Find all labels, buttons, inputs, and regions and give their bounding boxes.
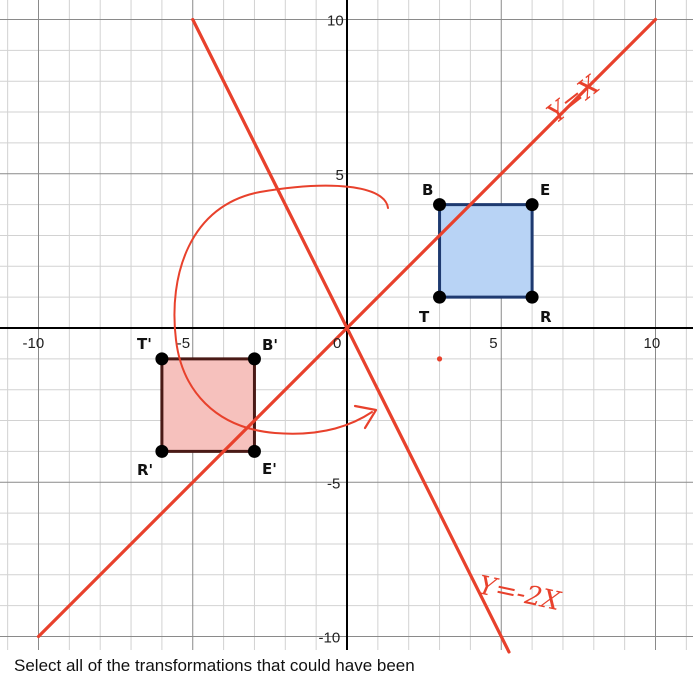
vertex-label-e-prime: E' [262,460,277,478]
x-tick-label: 10 [644,335,661,352]
vertex-point-t-prime [155,352,169,366]
y-tick-label: -10 [319,630,341,647]
x-tick-label: -10 [23,335,45,352]
tick-labels: -10 -5 0 5 10 10 5 -5 -10 [23,13,661,647]
vertex-point-r-prime [155,444,169,458]
red-dot-mark [436,356,443,362]
vertex-label-b-prime: B' [262,336,278,354]
line-y-equals-neg2x [191,17,511,654]
transformation-shapes [160,203,534,453]
original-square [438,203,534,299]
vertex-label-r: R [540,308,552,326]
vertex-label-b: B [422,181,433,199]
y-tick-label: 5 [336,167,344,184]
vertex-label-e: E [540,181,550,199]
vertex-point-e [525,198,539,212]
vertex-label-t: T [419,308,430,326]
y-tick-label: -5 [327,475,340,492]
reflection-lines [36,17,658,654]
x-tick-label: -5 [177,335,190,352]
vertex-point-b [433,198,447,212]
y-tick-label: 10 [327,13,344,30]
x-tick-label: 5 [489,335,497,352]
vertex-label-r-prime: R' [137,461,153,479]
vertex-point-r [525,290,539,304]
vertex-point-e-prime [247,444,261,458]
vertex-point-b-prime [247,352,261,366]
vertex-points [155,198,539,458]
vertex-point-t [433,290,447,304]
vertex-label-t-prime: T' [137,335,152,353]
question-text: Select all of the transformations that c… [14,656,415,675]
rotation-arrow-annotation [173,184,389,435]
arrowhead-icon [353,404,378,430]
vertex-labels: B E R T B' E' R' T' [137,181,552,479]
x-tick-label: 0 [333,335,341,352]
